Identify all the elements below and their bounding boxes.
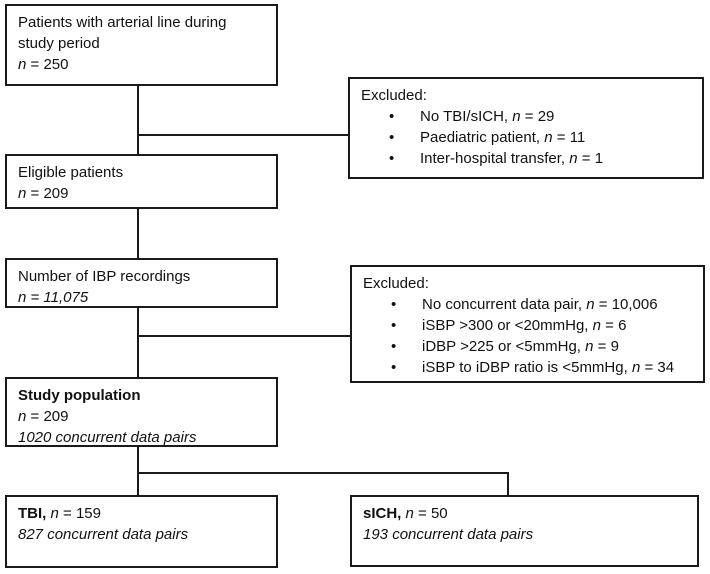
box-patients-arterial-line: Patients with arterial line during study… <box>5 4 278 86</box>
n-value: = 209 <box>26 185 69 202</box>
box-sich: sICH, n = 50 193 concurrent data pairs <box>350 495 699 567</box>
box-tbi-title: TBI, <box>18 505 51 522</box>
connector-study-to-tbi <box>137 447 139 495</box>
bullet-icon: • <box>391 338 397 355</box>
box-study-population: Study population n = 209 1020 concurrent… <box>5 377 278 447</box>
excluded2-item-text: iSBP to iDBP ratio is <5mmHg, <box>422 359 632 376</box>
excluded2-item-text: No concurrent data pair, <box>422 296 587 313</box>
connector-eligible-to-recordings <box>137 209 139 258</box>
excluded1-item-text: Inter-hospital transfer, <box>420 150 570 167</box>
n-symbol: n <box>592 317 601 334</box>
n-value: = 250 <box>26 56 69 73</box>
box-eligible-n: n = 209 <box>18 183 265 204</box>
excluded2-item: • iSBP >300 or <20mmHg, n = 6 <box>363 315 692 336</box>
box-patients-line2: study period <box>18 35 100 52</box>
box-study-pairs: 1020 concurrent data pairs <box>18 429 197 446</box>
box-patients-n: n = 250 <box>18 54 265 75</box>
excluded1-item-text: Paediatric patient, <box>420 129 545 146</box>
n-value: = 6 <box>601 317 627 334</box>
excluded2-list: • No concurrent data pair, n = 10,006 • iS… <box>363 294 692 378</box>
n-value: = 9 <box>593 338 619 355</box>
n-value: = 11 <box>552 129 586 146</box>
excluded2-item-text: iSBP >300 or <20mmHg, <box>422 317 593 334</box>
box-sich-title: sICH, <box>363 505 406 522</box>
excluded2-item: • iDBP >225 or <5mmHg, n = 9 <box>363 336 692 357</box>
bullet-icon: • <box>389 129 395 146</box>
n-symbol: n <box>631 359 641 376</box>
box-ibp-recordings: Number of IBP recordings n = 11,075 <box>5 258 278 308</box>
n-value: = 29 <box>520 108 555 125</box>
box-recordings-line1: Number of IBP recordings <box>18 268 191 285</box>
bullet-icon: • <box>389 108 395 125</box>
excluded1-item-text: No TBI/sICH, <box>420 108 513 125</box>
box-study-title: Study population <box>18 387 141 404</box>
excluded1-item: • Inter-hospital transfer, n = 1 <box>361 148 691 169</box>
bullet-icon: • <box>391 359 397 376</box>
box-eligible-patients: Eligible patients n = 209 <box>5 154 278 209</box>
box-tbi: TBI, n = 159 827 concurrent data pairs <box>5 495 278 568</box>
n-symbol: n <box>512 108 521 125</box>
n-value: = 209 <box>26 408 69 425</box>
excluded2-item: • No concurrent data pair, n = 10,006 <box>363 294 692 315</box>
box-sich-title-line: sICH, n = 50 <box>363 503 686 524</box>
box-tbi-title-line: TBI, n = 159 <box>18 503 265 524</box>
excluded1-item: • Paediatric patient, n = 11 <box>361 127 691 148</box>
excluded1-title: Excluded: <box>361 87 427 104</box>
n-symbol: n <box>585 338 594 355</box>
box-excluded-patients: Excluded: • No TBI/sICH, n = 29 • Paediatr… <box>348 77 704 179</box>
n-symbol: n <box>544 129 553 146</box>
n-value: = 1 <box>577 150 604 167</box>
n-symbol: n <box>569 150 578 167</box>
n-symbol: n <box>18 56 27 73</box>
n-value: = 34 <box>640 359 675 376</box>
connector-recordings-to-study <box>137 308 139 377</box>
connector-branch-excluded1 <box>137 134 348 136</box>
box-eligible-line1: Eligible patients <box>18 164 124 181</box>
n-symbol: n <box>18 185 27 202</box>
box-study-n: n = 209 <box>18 406 265 427</box>
connector-branch-sich-vertical <box>507 472 509 495</box>
box-patients-line1: Patients with arterial line during <box>18 14 227 31</box>
excluded2-title: Excluded: <box>363 275 429 292</box>
n-value: = 159 <box>58 505 101 522</box>
box-sich-pairs: 193 concurrent data pairs <box>363 526 534 543</box>
excluded1-item: • No TBI/sICH, n = 29 <box>361 106 691 127</box>
excluded1-list: • No TBI/sICH, n = 29 • Paediatric patient… <box>361 106 691 169</box>
excluded2-item-text: iDBP >225 or <5mmHg, <box>422 338 586 355</box>
bullet-icon: • <box>391 317 397 334</box>
connector-patients-to-eligible <box>137 86 139 154</box>
bullet-icon: • <box>391 296 397 313</box>
n-symbol: n <box>586 296 595 313</box>
connector-branch-excluded2 <box>137 335 350 337</box>
box-tbi-pairs: 827 concurrent data pairs <box>18 526 189 543</box>
excluded2-item: • iSBP to iDBP ratio is <5mmHg, n = 34 <box>363 357 692 378</box>
n-symbol: n <box>405 505 414 522</box>
n-symbol: n <box>50 505 59 522</box>
n-symbol: n <box>18 408 27 425</box>
box-recordings-n: n = 11,075 <box>18 289 89 306</box>
box-excluded-recordings: Excluded: • No concurrent data pair, n = … <box>350 265 705 383</box>
bullet-icon: • <box>389 150 395 167</box>
connector-branch-sich-horizontal <box>137 472 509 474</box>
n-value: = 50 <box>413 505 448 522</box>
n-value: = 10,006 <box>594 296 658 313</box>
